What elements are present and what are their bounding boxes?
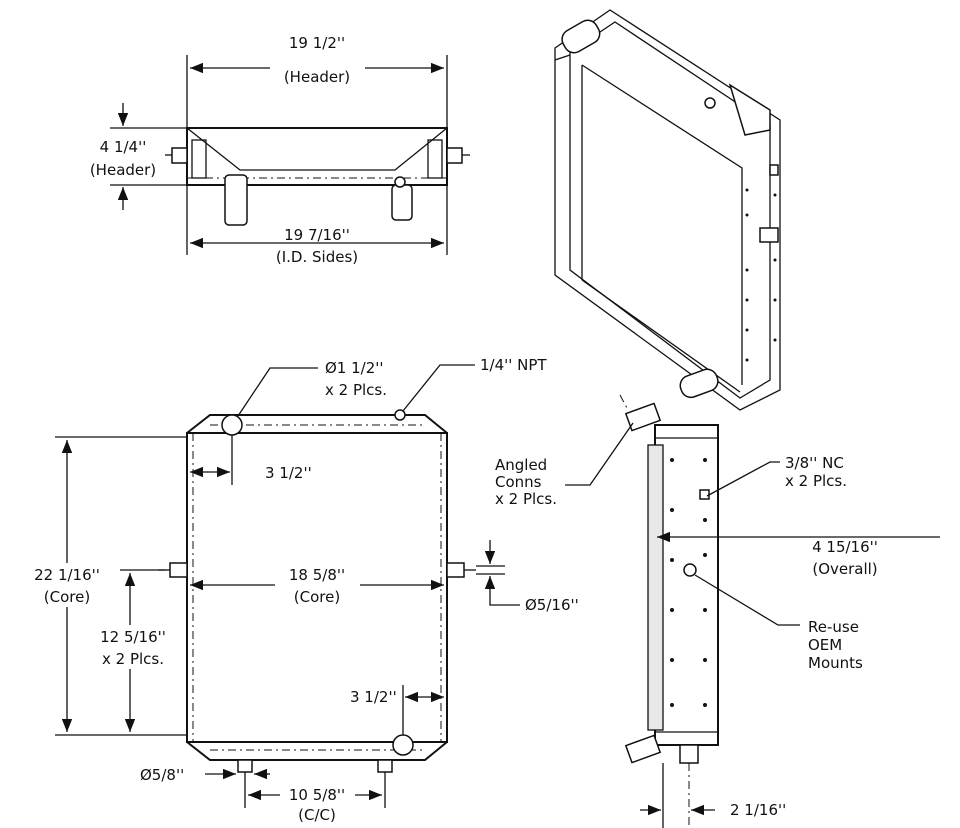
mounts-label-1: Re-use bbox=[808, 618, 859, 636]
inlet-qty-label: x 2 Plcs. bbox=[325, 381, 387, 399]
pin-dia-label: Ø5/16'' bbox=[525, 596, 579, 614]
mounts-label-2: OEM bbox=[808, 636, 842, 654]
overall-label-2: (Overall) bbox=[812, 560, 877, 578]
core-height-label: 22 1/16'' bbox=[34, 566, 100, 584]
front-view: Ø1 1/2'' x 2 Plcs. 1/4'' NPT 3 1/2'' 22 … bbox=[30, 356, 579, 824]
stud-spacing-note: (C/C) bbox=[298, 806, 336, 824]
inlet-dia-label: Ø1 1/2'' bbox=[325, 359, 384, 377]
inlet-pipe bbox=[224, 174, 248, 226]
outlet-pipe bbox=[391, 184, 413, 221]
isometric-view bbox=[554, 9, 781, 411]
stud-dia-label: Ø5/8'' bbox=[140, 766, 184, 784]
sides-width-note: (I.D. Sides) bbox=[276, 248, 358, 266]
stud-spacing-label: 10 5/8'' bbox=[289, 786, 345, 804]
header-height-label: 4 1/4'' bbox=[100, 138, 147, 156]
pin-qty-label: x 2 Plcs. bbox=[102, 650, 164, 668]
npt-label: 1/4'' NPT bbox=[480, 356, 547, 374]
top-view: 19 1/2'' (Header) 4 1/4'' (Header) 19 7/… bbox=[90, 34, 470, 266]
overall-label-1: 4 15/16'' bbox=[812, 538, 878, 556]
npt-port bbox=[394, 409, 406, 421]
inlet-offset-label: 3 1/2'' bbox=[265, 464, 312, 482]
angled-conns-label-3: x 2 Plcs. bbox=[495, 490, 557, 508]
side-view: Angled Conns x 2 Plcs. 3/8'' NC x 2 Plcs… bbox=[495, 394, 940, 828]
nc-label-2: x 2 Plcs. bbox=[785, 472, 847, 490]
nc-label-1: 3/8'' NC bbox=[785, 454, 844, 472]
inlet-connection bbox=[221, 414, 243, 436]
header-height-note: (Header) bbox=[90, 161, 156, 179]
angled-conns-label-2: Conns bbox=[495, 473, 542, 491]
sides-width-label: 19 7/16'' bbox=[284, 226, 350, 244]
outlet-offset-label: 3 1/2'' bbox=[350, 688, 397, 706]
header-width-note: (Header) bbox=[284, 68, 350, 86]
mounts-label-3: Mounts bbox=[808, 654, 863, 672]
angled-conns-label-1: Angled bbox=[495, 456, 547, 474]
pin-height-label: 12 5/16'' bbox=[100, 628, 166, 646]
header-width-label: 19 1/2'' bbox=[289, 34, 345, 52]
depth-label: 2 1/16'' bbox=[730, 801, 786, 819]
core-width-label: 18 5/8'' bbox=[289, 566, 345, 584]
core-height-note: (Core) bbox=[44, 588, 90, 606]
core-width-note: (Core) bbox=[294, 588, 340, 606]
outlet-connection bbox=[392, 734, 414, 756]
